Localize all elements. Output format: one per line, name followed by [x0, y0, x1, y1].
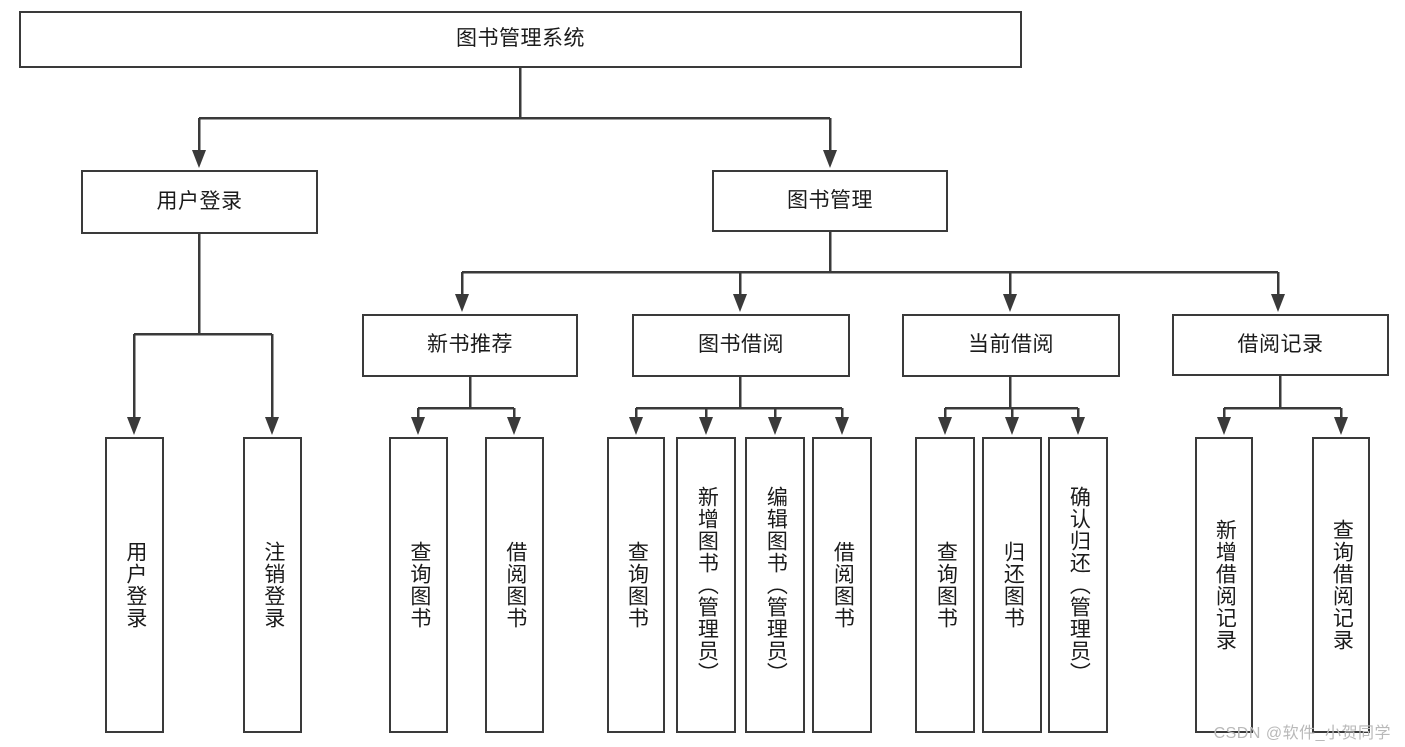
node-label-leaf-query-borrow-record: 查询借阅记录 — [1330, 519, 1354, 651]
csdn-watermark: CSDN @软件_小贺同学 — [1213, 725, 1391, 742]
node-user-login[interactable]: 用户登录 — [81, 170, 318, 234]
node-leaf-query-book-borrow[interactable]: 查询图书 — [607, 437, 665, 733]
conn-book-manage-arrowhead-2 — [1003, 294, 1017, 312]
node-label-leaf-query-book-borrow: 查询图书 — [625, 541, 649, 629]
conn-current-borrow-arrowhead-1 — [1005, 417, 1019, 435]
node-label-user-login: 用户登录 — [156, 189, 243, 213]
conn-book-borrow-arrowhead-3 — [835, 417, 849, 435]
node-book-borrow[interactable]: 图书借阅 — [632, 314, 850, 377]
conn-book-manage-arrowhead-0 — [455, 294, 469, 312]
conn-root-arrowhead-0 — [192, 150, 206, 168]
node-book-manage[interactable]: 图书管理 — [712, 170, 948, 232]
node-leaf-return-book[interactable]: 归还图书 — [982, 437, 1042, 733]
node-label-leaf-borrow-book-rec: 借阅图书 — [503, 541, 527, 629]
node-borrow-record[interactable]: 借阅记录 — [1172, 314, 1389, 376]
conn-book-borrow-arrowhead-2 — [768, 417, 782, 435]
node-leaf-borrow-book[interactable]: 借阅图书 — [812, 437, 872, 733]
node-leaf-query-borrow-record[interactable]: 查询借阅记录 — [1312, 437, 1370, 733]
node-label-leaf-edit-book: 编辑图书（管理员） — [764, 486, 788, 684]
node-label-root: 图书管理系统 — [456, 27, 585, 51]
node-label-new-book-recommend: 新书推荐 — [427, 333, 513, 357]
node-label-leaf-borrow-book: 借阅图书 — [831, 541, 855, 629]
conn-user-login-arrowhead-0 — [127, 417, 141, 435]
node-leaf-user-logout[interactable]: 注销登录 — [243, 437, 302, 733]
conn-borrow-record-arrowhead-0 — [1217, 417, 1231, 435]
conn-user-login-arrowhead-1 — [265, 417, 279, 435]
conn-borrow-record-arrowhead-1 — [1334, 417, 1348, 435]
node-label-leaf-user-login: 用户登录 — [123, 541, 147, 629]
node-label-leaf-add-borrow-record: 新增借阅记录 — [1213, 519, 1237, 651]
conn-book-borrow-arrowhead-1 — [699, 417, 713, 435]
conn-book-manage-arrowhead-1 — [733, 294, 747, 312]
conn-current-borrow-arrowhead-0 — [938, 417, 952, 435]
node-label-current-borrow: 当前借阅 — [968, 333, 1054, 357]
node-new-book-recommend[interactable]: 新书推荐 — [362, 314, 578, 377]
node-label-leaf-query-book-cur: 查询图书 — [934, 541, 958, 629]
node-label-leaf-user-logout: 注销登录 — [261, 541, 285, 629]
node-leaf-add-book[interactable]: 新增图书（管理员） — [676, 437, 736, 733]
conn-root-arrowhead-1 — [823, 150, 837, 168]
node-label-leaf-query-book-rec: 查询图书 — [407, 541, 431, 629]
conn-book-borrow-arrowhead-0 — [629, 417, 643, 435]
node-label-leaf-return-book: 归还图书 — [1001, 541, 1025, 629]
node-leaf-confirm-return[interactable]: 确认归还（管理员） — [1048, 437, 1108, 733]
node-leaf-borrow-book-rec[interactable]: 借阅图书 — [485, 437, 544, 733]
conn-new-book-arrowhead-0 — [411, 417, 425, 435]
node-label-book-manage: 图书管理 — [787, 188, 873, 212]
node-label-leaf-add-book: 新增图书（管理员） — [695, 486, 719, 684]
node-leaf-query-book-cur[interactable]: 查询图书 — [915, 437, 975, 733]
node-label-book-borrow: 图书借阅 — [698, 333, 784, 357]
node-current-borrow[interactable]: 当前借阅 — [902, 314, 1120, 377]
node-leaf-add-borrow-record[interactable]: 新增借阅记录 — [1195, 437, 1253, 733]
node-root[interactable]: 图书管理系统 — [19, 11, 1022, 68]
conn-current-borrow-arrowhead-2 — [1071, 417, 1085, 435]
node-leaf-edit-book[interactable]: 编辑图书（管理员） — [745, 437, 805, 733]
node-leaf-query-book-rec[interactable]: 查询图书 — [389, 437, 448, 733]
node-leaf-user-login[interactable]: 用户登录 — [105, 437, 164, 733]
node-label-leaf-confirm-return: 确认归还（管理员） — [1067, 486, 1091, 684]
conn-book-manage-arrowhead-3 — [1271, 294, 1285, 312]
conn-new-book-arrowhead-1 — [507, 417, 521, 435]
node-label-borrow-record: 借阅记录 — [1237, 332, 1324, 356]
